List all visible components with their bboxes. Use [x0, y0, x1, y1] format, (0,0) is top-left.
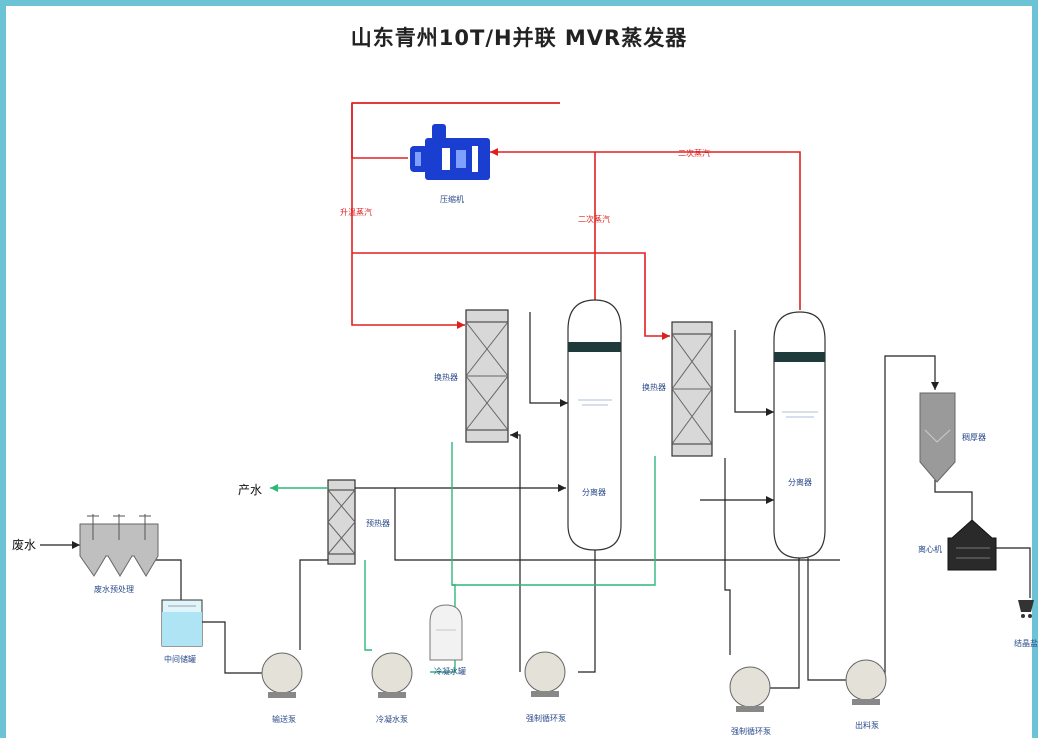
- preheater-label: 预热器: [366, 518, 390, 528]
- steam-arrow-hx2: [662, 332, 670, 340]
- centrifuge: [947, 519, 997, 571]
- steam-lines: [351, 102, 801, 337]
- condensate-pump: [371, 652, 413, 698]
- discharge-pump-label: 出料泵: [855, 720, 879, 730]
- condensate-tank: [429, 604, 463, 661]
- right-border: [1032, 0, 1038, 738]
- separator-1: [567, 299, 622, 551]
- crystal-salt-label: 结晶盐: [1014, 638, 1038, 648]
- feed-pump: [261, 652, 303, 698]
- preheater: [327, 479, 356, 565]
- mid-tank-label: 中间储罐: [164, 654, 196, 664]
- hx2-label: 换热器: [642, 382, 666, 392]
- arrow-sep1-feed: [558, 484, 566, 492]
- left-border: [0, 0, 6, 738]
- arrow-sep1-in: [560, 399, 568, 407]
- condensate-pump-label: 冷凝水泵: [376, 714, 408, 724]
- pretreatment-unit: [79, 514, 159, 577]
- compressor-label: 压缩机: [440, 194, 464, 204]
- thickener-label: 稠厚器: [962, 433, 986, 442]
- forced-circ-pump-2: [729, 666, 771, 712]
- arrow-product-water: [270, 484, 278, 492]
- condensate-tank-label: 冷凝水罐: [434, 666, 466, 676]
- separator-1-label: 分离器: [582, 487, 606, 497]
- arrow-sep2-in: [766, 408, 774, 416]
- forced-circ-pump-1: [524, 651, 566, 697]
- condensate-lines: [270, 442, 656, 673]
- crystal-salt-cart: [1018, 600, 1034, 618]
- wastewater-label: 废水: [12, 537, 36, 552]
- arrow-waste-in: [72, 541, 80, 549]
- raw-steam-label: 升温蒸汽: [340, 207, 372, 217]
- heat-exchanger-1: [465, 309, 509, 443]
- heat-exchanger-2: [671, 321, 713, 457]
- hx1-label: 换热器: [434, 372, 458, 382]
- diagram-title: 山东青州10T/H并联 MVR蒸发器: [350, 26, 688, 50]
- steam-arrow-compressor: [490, 148, 498, 156]
- steam-arrow-hx1: [457, 321, 465, 329]
- feed-pump-label: 输送泵: [272, 714, 296, 724]
- thickener: [919, 392, 956, 483]
- pretreatment-label: 废水预处理: [94, 584, 134, 594]
- secondary-steam-label-1: 二次蒸汽: [578, 214, 610, 224]
- separator-2-label: 分离器: [788, 477, 812, 487]
- top-border: [0, 0, 1038, 6]
- secondary-steam-label-2: 二次蒸汽: [678, 148, 710, 158]
- compressor: [410, 124, 490, 180]
- discharge-pump: [845, 659, 887, 705]
- arrow-thickener-in: [931, 382, 939, 390]
- arrow-hx1-return: [510, 431, 518, 439]
- mid-tank: [161, 599, 203, 647]
- arrow-sep2-feed: [766, 496, 774, 504]
- product-water-label: 产水: [238, 483, 262, 497]
- separator-2: [773, 311, 826, 559]
- centrifuge-label: 离心机: [918, 544, 942, 554]
- forced-circ-pump-2-label: 强制循环泵: [731, 726, 771, 736]
- forced-circ-pump-1-label: 强制循环泵: [526, 713, 566, 723]
